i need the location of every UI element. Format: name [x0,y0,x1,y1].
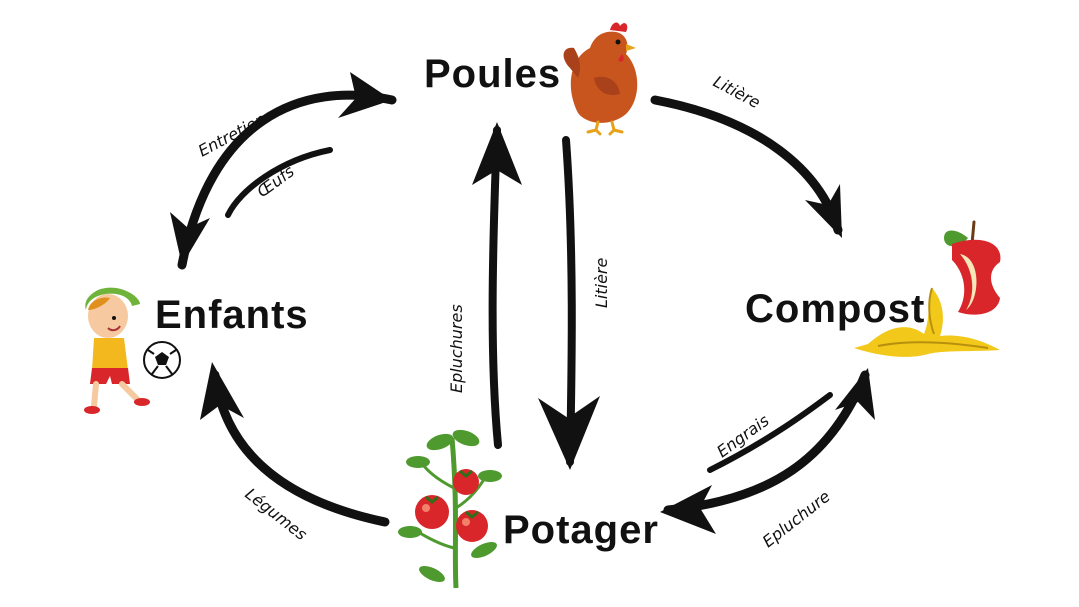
node-potager: Potager [503,508,659,552]
node-poules: Poules [424,52,561,96]
label-litiere-compost: Litière [710,72,764,112]
node-enfants: Enfants [155,293,309,337]
arrow-poules-enfants [170,72,397,270]
label-litiere-potager: Litière [592,258,611,309]
arrow-potager-enfants [200,362,390,527]
child-with-ball-icon [84,287,181,414]
arrow-poules-potager [538,136,600,470]
label-epluchures: Epluchures [447,304,466,393]
arrow-poules-compost [650,95,843,238]
tomato-plant-icon [398,429,502,589]
apple-core-and-banana-peel-icon [854,220,1001,357]
label-epluchure: Epluchure [759,487,834,552]
chicken-icon [563,22,638,136]
arrow-compost-potager [660,368,875,534]
node-compost: Compost [745,287,925,331]
arrow-potager-poules [472,122,522,449]
